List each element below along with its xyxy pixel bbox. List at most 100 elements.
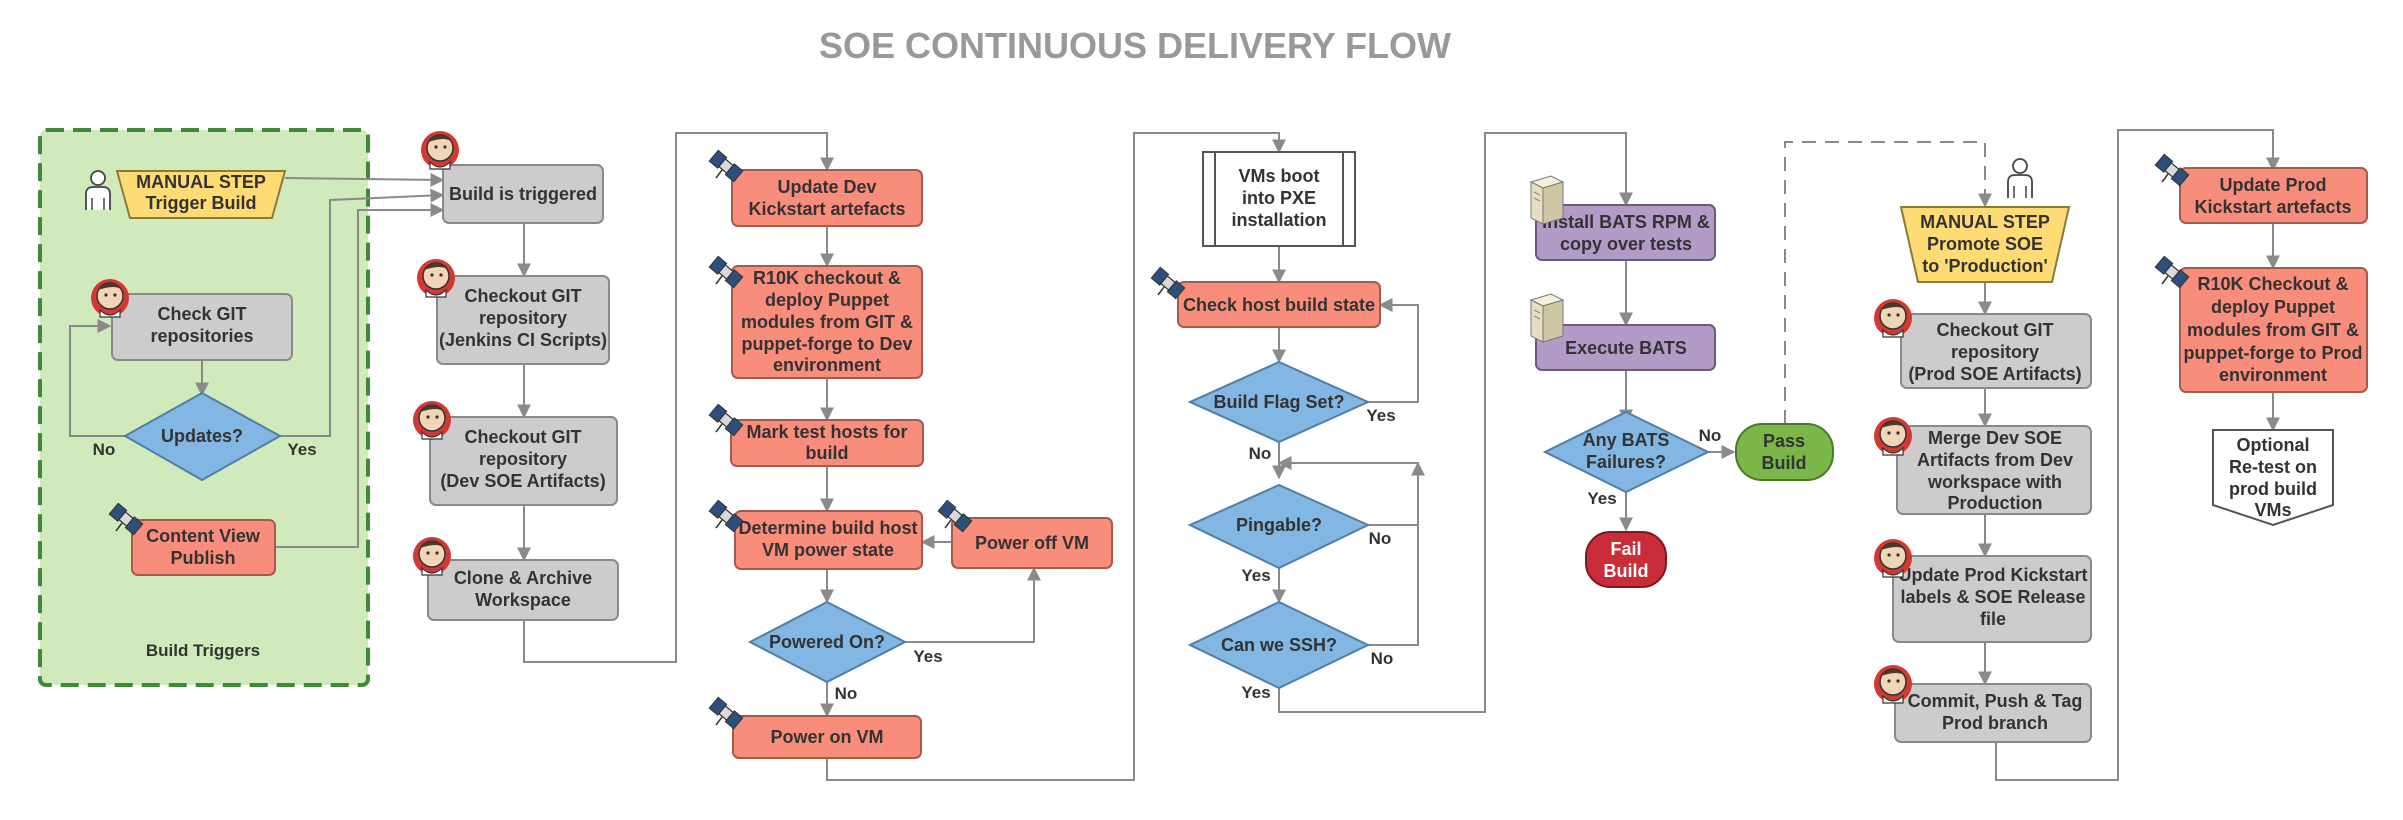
edge-label-ssh-no: No bbox=[1371, 649, 1394, 668]
node-update-dev-ks[interactable]: Update Dev Kickstart artefacts bbox=[731, 169, 923, 227]
node-text: (Jenkins CI Scripts) bbox=[439, 330, 607, 350]
edge-label-flag-no: No bbox=[1249, 444, 1272, 463]
node-text: Execute BATS bbox=[1565, 338, 1687, 358]
node-text: Fail bbox=[1610, 539, 1641, 559]
jenkins-icon bbox=[412, 536, 452, 576]
node-checkout-prod[interactable]: Checkout GIT repository (Prod SOE Artifa… bbox=[1900, 313, 2092, 389]
jenkins-icon bbox=[1873, 538, 1913, 578]
node-vms-boot[interactable]: VMs boot into PXE installation bbox=[1202, 151, 1356, 247]
node-text: VMs boot bbox=[1239, 166, 1320, 186]
jenkins-icon bbox=[412, 400, 452, 440]
server-icon bbox=[1530, 175, 1564, 225]
node-text: Promote SOE bbox=[1927, 234, 2043, 254]
node-manual-promote[interactable]: MANUAL STEP Promote SOE to 'Production' bbox=[1899, 206, 2071, 283]
node-text: Checkout GIT bbox=[464, 286, 581, 306]
node-update-prod-ks[interactable]: Update Prod Kickstart artefacts bbox=[2179, 167, 2368, 224]
node-check-git[interactable]: Check GIT repositories bbox=[111, 293, 293, 361]
node-text: Any BATS bbox=[1583, 430, 1670, 450]
node-text: Update Dev bbox=[777, 177, 876, 197]
node-r10k-prod[interactable]: R10K Checkout & deploy Puppet modules fr… bbox=[2179, 267, 2368, 393]
node-build-triggered[interactable]: Build is triggered bbox=[442, 164, 604, 224]
edge-label-ssh-yes: Yes bbox=[1241, 683, 1270, 702]
jenkins-icon bbox=[1873, 664, 1913, 704]
node-power-on[interactable]: Power on VM bbox=[732, 715, 922, 759]
edge-label-bats-yes: Yes bbox=[1587, 489, 1616, 508]
node-text: Update Prod bbox=[2219, 175, 2326, 195]
node-clone-archive[interactable]: Clone & Archive Workspace bbox=[427, 559, 619, 621]
node-manual-trigger-build[interactable]: MANUAL STEP Trigger Build bbox=[115, 170, 287, 219]
node-determine-power[interactable]: Determine build host VM power state bbox=[734, 510, 923, 570]
node-text: Re-test on bbox=[2229, 457, 2317, 477]
node-text: Power on VM bbox=[770, 727, 883, 747]
edge-label-powered-yes: Yes bbox=[913, 647, 942, 666]
node-text: Publish bbox=[170, 548, 235, 568]
node-text: Kickstart artefacts bbox=[2194, 197, 2351, 217]
node-checkout-ci[interactable]: Checkout GIT repository (Jenkins CI Scri… bbox=[436, 275, 610, 365]
node-text: Check GIT bbox=[157, 304, 246, 324]
node-text: repository bbox=[479, 449, 567, 469]
node-pass-build[interactable]: Pass Build bbox=[1735, 423, 1834, 481]
node-check-host-state[interactable]: Check host build state bbox=[1177, 281, 1381, 328]
node-text: VM power state bbox=[762, 540, 894, 560]
edge-cv-to-build bbox=[275, 203, 445, 548]
node-text: installation bbox=[1231, 210, 1326, 230]
node-text: Build is triggered bbox=[449, 184, 597, 204]
node-text: prod build bbox=[2229, 479, 2317, 499]
group-label: Build Triggers bbox=[146, 641, 260, 660]
edge-pass-to-manual2 bbox=[1784, 141, 1992, 424]
node-text: Commit, Push & Tag bbox=[1908, 691, 2083, 711]
node-merge[interactable]: Merge Dev SOE Artifacts from Dev workspa… bbox=[1896, 425, 2092, 515]
node-text: Checkout GIT bbox=[1936, 320, 2053, 340]
node-text: Power off VM bbox=[975, 533, 1089, 553]
node-text: puppet-forge to Prod bbox=[2184, 343, 2363, 363]
node-text: Clone & Archive bbox=[454, 568, 592, 588]
edge-flag-yes bbox=[1368, 298, 1419, 403]
node-text: Failures? bbox=[1586, 452, 1666, 472]
node-commit[interactable]: Commit, Push & Tag Prod branch bbox=[1894, 683, 2092, 743]
node-text: workspace with bbox=[1927, 472, 2062, 492]
node-install-bats[interactable]: Install BATS RPM & copy over tests bbox=[1535, 204, 1716, 261]
edge-label-ping-no: No bbox=[1369, 529, 1392, 548]
node-update-labels[interactable]: Update Prod Kickstart labels & SOE Relea… bbox=[1892, 555, 2092, 643]
satellite-icon bbox=[708, 149, 744, 183]
node-checkout-dev[interactable]: Checkout GIT repository (Dev SOE Artifac… bbox=[429, 416, 618, 506]
node-fail-build[interactable]: Fail Build bbox=[1585, 531, 1667, 588]
node-optional-retest[interactable]: Optional Re-test on prod build VMs bbox=[2212, 429, 2334, 527]
node-text: environment bbox=[2219, 365, 2327, 385]
node-text: deploy Puppet bbox=[765, 290, 889, 310]
node-text: Optional bbox=[2237, 435, 2310, 455]
node-text: modules from GIT & bbox=[741, 312, 913, 332]
node-text: Determine build host bbox=[738, 518, 917, 538]
node-text: Update Prod Kickstart bbox=[1898, 565, 2087, 585]
node-bats-failures-decision[interactable]: Any BATS Failures? bbox=[1542, 410, 1711, 494]
node-text: build bbox=[806, 443, 849, 463]
node-text: labels & SOE Release bbox=[1900, 587, 2085, 607]
jenkins-icon bbox=[1873, 416, 1913, 456]
satellite-icon bbox=[708, 696, 744, 730]
node-execute-bats[interactable]: Execute BATS bbox=[1535, 324, 1716, 371]
node-r10k-dev[interactable]: R10K checkout & deploy Puppet modules fr… bbox=[731, 265, 923, 379]
node-powered-on-decision[interactable]: Powered On? bbox=[747, 600, 908, 684]
node-text: Can we SSH? bbox=[1221, 635, 1337, 655]
edge-ssh-yes bbox=[1278, 132, 1633, 713]
node-text: Powered On? bbox=[769, 632, 885, 652]
connectors bbox=[69, 129, 2280, 781]
node-updates-decision[interactable]: Updates? bbox=[122, 391, 283, 482]
node-text: environment bbox=[773, 355, 881, 375]
node-power-off[interactable]: Power off VM bbox=[951, 517, 1113, 569]
node-pingable-decision[interactable]: Pingable? bbox=[1187, 483, 1371, 570]
node-text: Merge Dev SOE bbox=[1928, 428, 2062, 448]
edge-commit-to-update-prod bbox=[1995, 129, 2280, 781]
node-ssh-decision[interactable]: Can we SSH? bbox=[1187, 600, 1371, 690]
node-text: deploy Puppet bbox=[2211, 297, 2335, 317]
node-content-view-publish[interactable]: Content View Publish bbox=[131, 519, 276, 576]
server-icon bbox=[1530, 293, 1564, 343]
node-text: R10K Checkout & bbox=[2197, 274, 2348, 294]
node-text: Mark test hosts for bbox=[746, 422, 907, 442]
node-build-flag-decision[interactable]: Build Flag Set? bbox=[1187, 360, 1371, 444]
node-text: Check host build state bbox=[1183, 295, 1375, 315]
node-mark-hosts[interactable]: Mark test hosts for build bbox=[730, 419, 924, 467]
node-text: repositories bbox=[150, 326, 253, 346]
node-text: repository bbox=[479, 308, 567, 328]
